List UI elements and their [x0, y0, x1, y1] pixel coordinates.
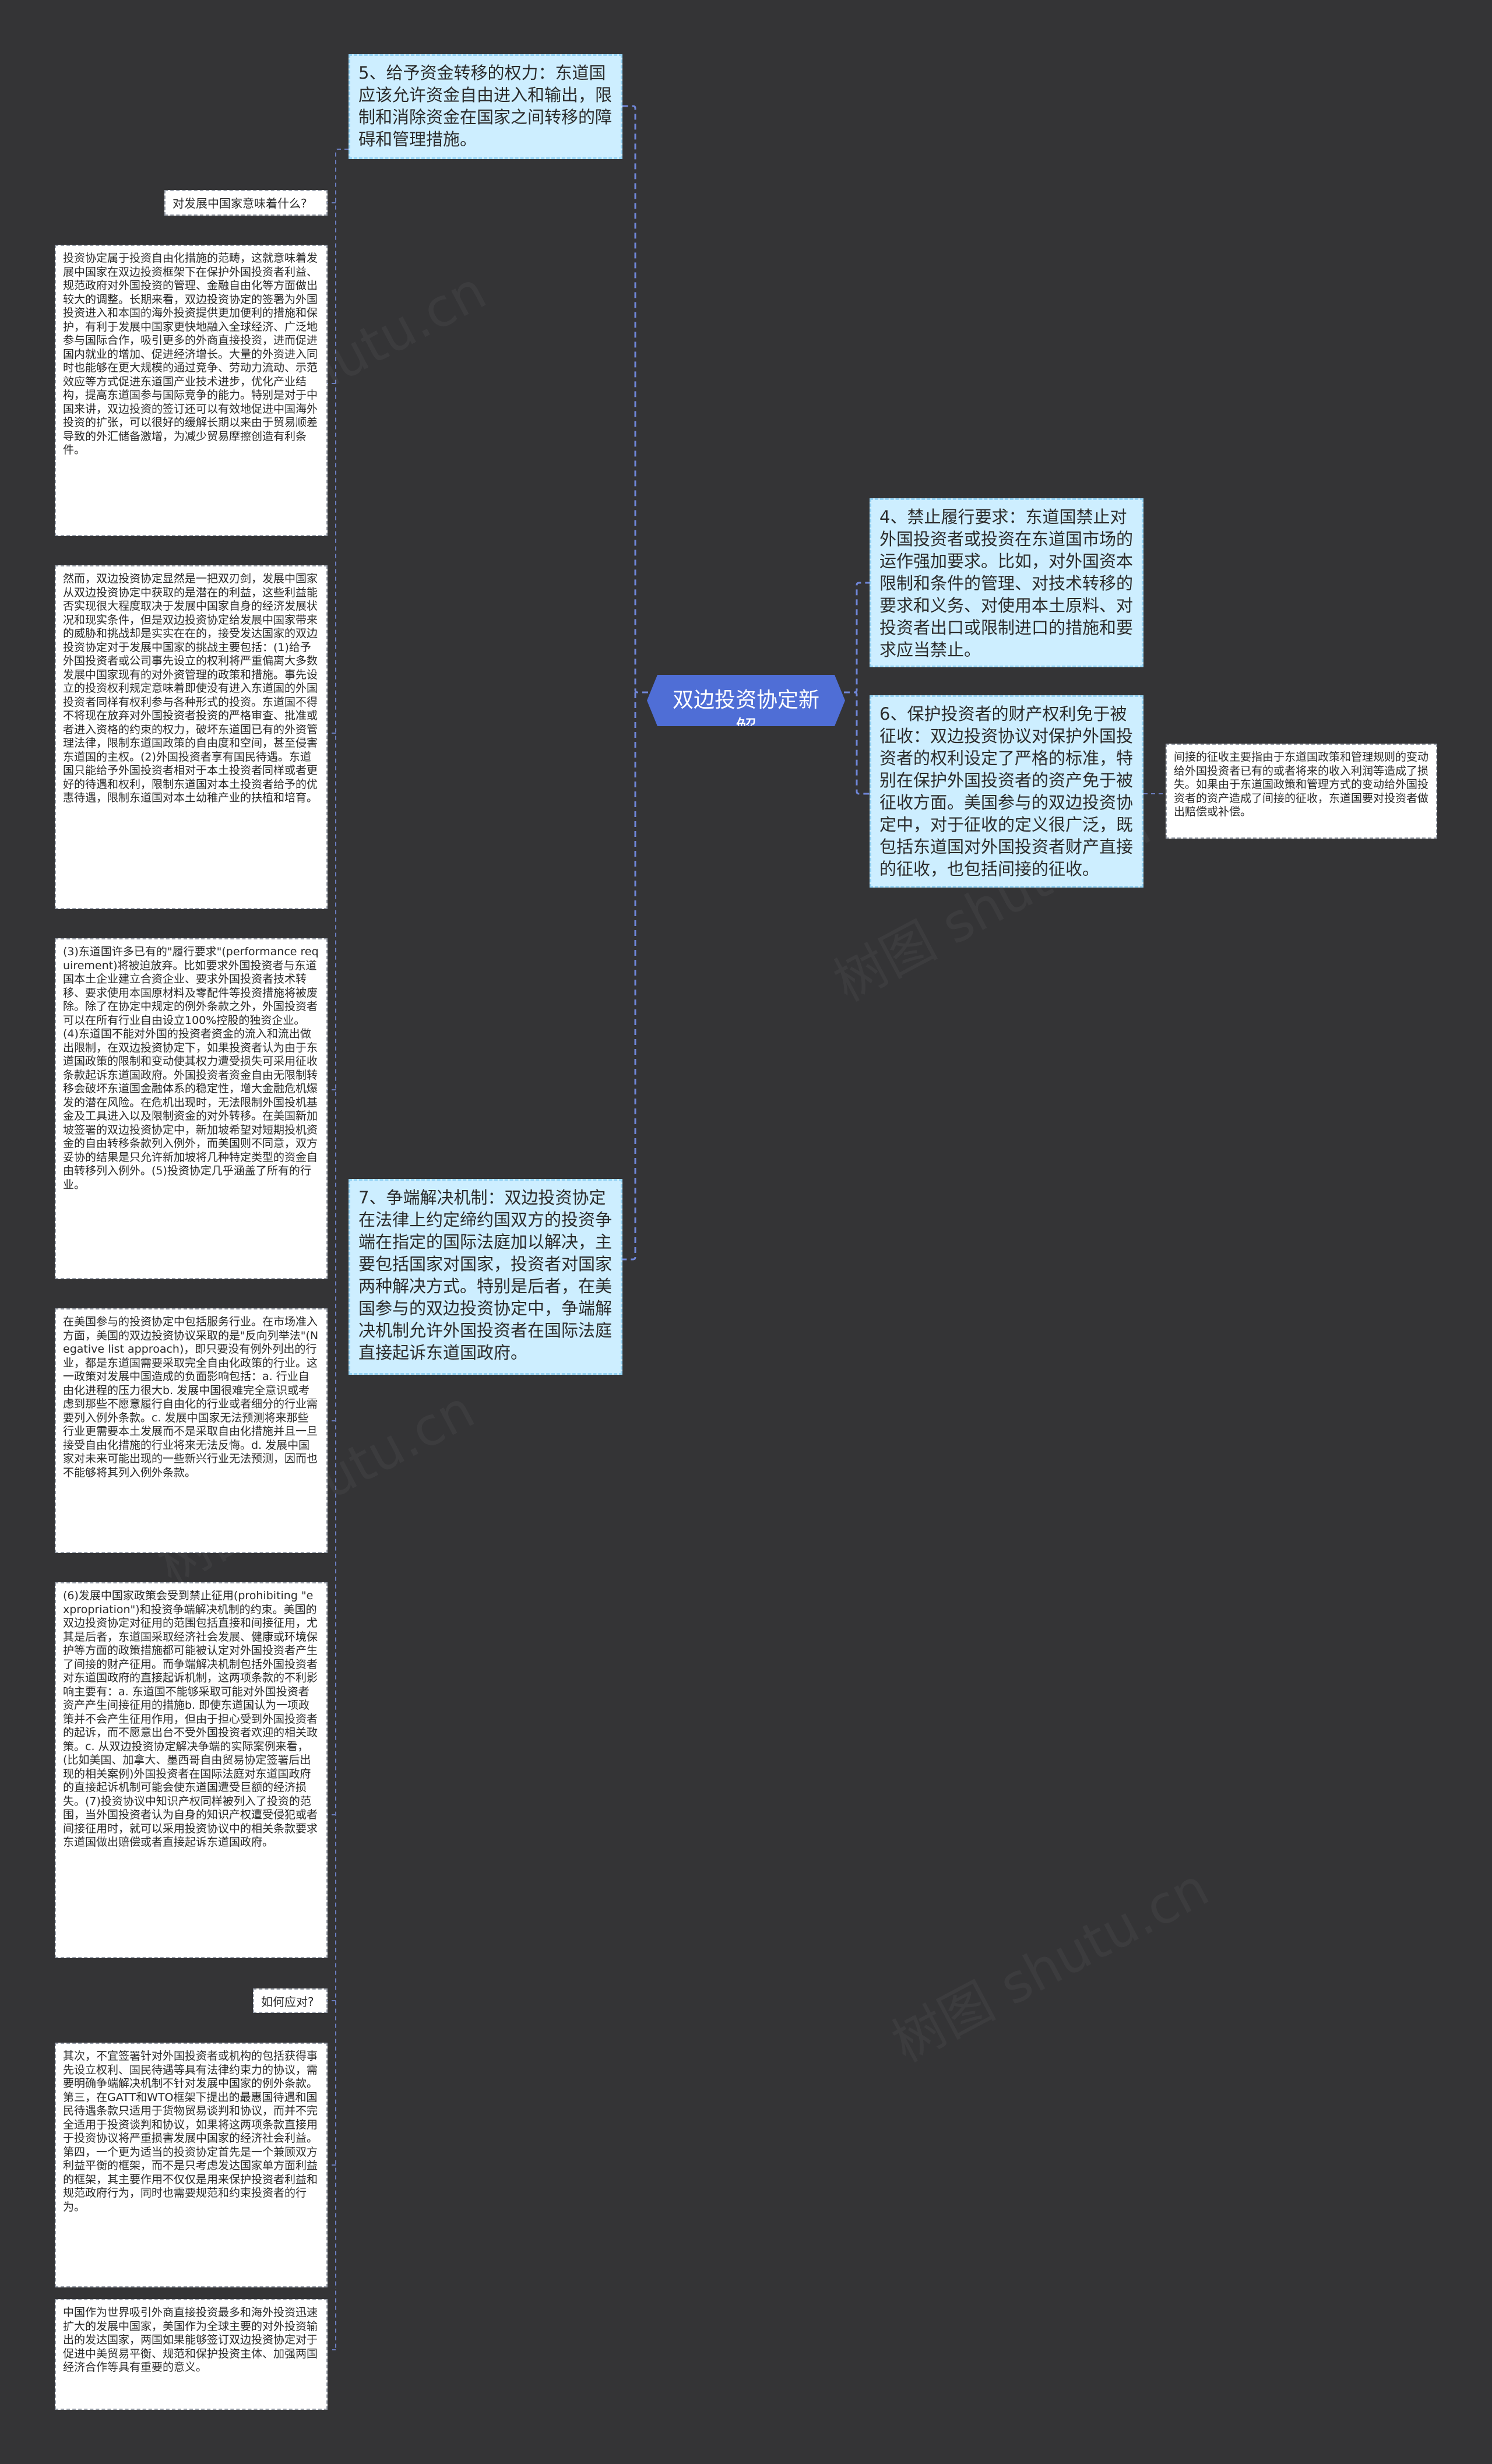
paragraph-negative-list[interactable]: 在美国参与的投资协定中包括服务行业。在市场准入方面，美国的双边投资协议采取的是"… — [55, 1308, 328, 1553]
root-topic[interactable]: 双边投资协定新解 — [647, 675, 845, 726]
link-trunk-p7 — [332, 2289, 336, 2350]
branch-6-detail-note[interactable]: 间接的征收主要指由于东道国政策和管理规则的变动给外国投资者已有的或者将来的收入利… — [1166, 744, 1437, 839]
link-b5-trunk — [335, 149, 349, 2289]
branch-5-capital-transfer[interactable]: 5、给予资金转移的权力：东道国应该允许资金自由进入和输出，限制和消除资金在国家之… — [349, 54, 622, 159]
branch-6-expropriation[interactable]: 6、保护投资者的财产权利免于被征收：双边投资协议对保护外国投资者的权利设定了严格… — [870, 695, 1143, 888]
paragraph-challenges-3-5[interactable]: (3)东道国许多已有的"履行要求"(performance requiremen… — [55, 938, 328, 1279]
question-meaning-for-developing-countries[interactable]: 对发展中国家意味着什么? — [164, 190, 328, 216]
branch-7-dispute-settlement[interactable]: 7、争端解决机制：双边投资协定在法律上约定缔约国双方的投资争端在指定的国际法庭加… — [349, 1179, 622, 1375]
paragraph-expropriation-dispute[interactable]: (6)发展中国家政策会受到禁止征用(prohibiting "expropria… — [55, 1582, 328, 1958]
link-root-b6 — [844, 691, 870, 795]
branch-4-performance-requirements[interactable]: 4、禁止履行要求：东道国禁止对外国投资者或投资在东道国市场的运作强加要求。比如，… — [870, 498, 1143, 667]
paragraph-challenges-1[interactable]: 然而，双边投资协定显然是一把双刃剑，发展中国家从双边投资协定中获取的是潜在的利益… — [55, 565, 328, 909]
link-root-b4 — [844, 582, 870, 694]
paragraph-china-us[interactable]: 中国作为世界吸引外商直接投资最多和海外投资迅速扩大的发展中国家，美国作为全球主要… — [55, 2299, 328, 2410]
link-root-left-trunk — [622, 105, 648, 694]
link-root-b7 — [622, 692, 636, 1261]
paragraph-response-measures[interactable]: 其次，不宜签署针对外国投资者或机构的包括获得事先设立权利、国民待遇等具有法律约束… — [55, 2043, 328, 2287]
question-how-to-respond[interactable]: 如何应对? — [253, 1988, 328, 2013]
paragraph-benefits[interactable]: 投资协定属于投资自由化措施的范畴，这就意味着发展中国家在双边投资框架下在保护外国… — [55, 245, 328, 536]
